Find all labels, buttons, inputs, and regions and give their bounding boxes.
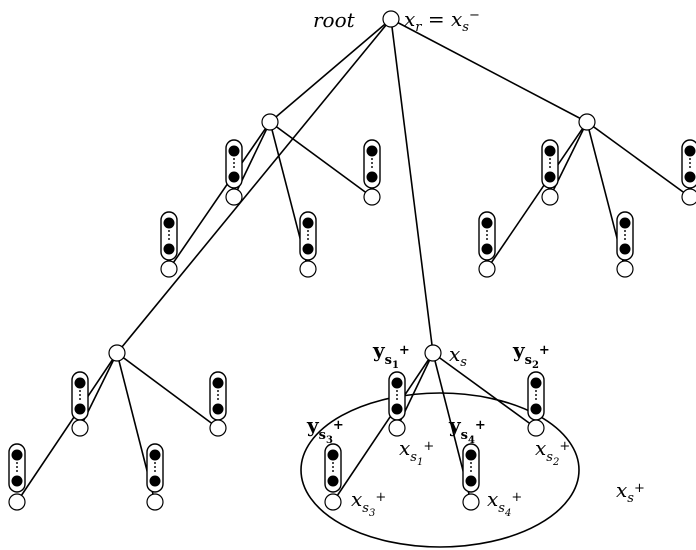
- node-xs1: [388, 419, 406, 437]
- xs-plus-label: xs+: [616, 478, 645, 506]
- chain-marker: [209, 371, 227, 421]
- chain-marker: [681, 139, 696, 189]
- xs4-plus-label: xs4+: [487, 487, 522, 519]
- chain-marker: [160, 211, 178, 261]
- nodes: [8, 10, 696, 511]
- chain-marker: [541, 139, 559, 189]
- xs1-plus-label: xs1+: [399, 436, 434, 468]
- leaf-node: [209, 419, 227, 437]
- root-node: [382, 10, 400, 28]
- leaf-node: [225, 188, 243, 206]
- chain-marker: [527, 371, 545, 421]
- leaf-node: [160, 260, 178, 278]
- chain-marker: [225, 139, 243, 189]
- node-xs4: [462, 493, 480, 511]
- leaf-node: [541, 188, 559, 206]
- leaf-node: [71, 419, 89, 437]
- edges: [16, 18, 691, 503]
- chain-marker: [616, 211, 634, 261]
- leaf-node: [8, 493, 26, 511]
- internal-node: [578, 113, 596, 131]
- xr-label: xr = xs−: [404, 7, 480, 35]
- leaf-node: [478, 260, 496, 278]
- node-xs: [424, 344, 442, 362]
- node-xs2: [527, 419, 545, 437]
- root-label: root: [313, 8, 356, 32]
- leaf-node: [681, 188, 696, 206]
- xs-label: xs: [449, 342, 467, 370]
- chain-marker: [146, 443, 164, 493]
- chain-marker: [299, 211, 317, 261]
- xs3-plus-label: xs3+: [351, 487, 386, 519]
- internal-node: [261, 113, 279, 131]
- leaf-node: [363, 188, 381, 206]
- chain-marker: [71, 371, 89, 421]
- y-s3-label: ys3+: [306, 413, 344, 446]
- y-s2-label: ys2+: [512, 338, 550, 371]
- chain-marker: [462, 443, 480, 493]
- leaf-node: [616, 260, 634, 278]
- chain-marker: [388, 371, 406, 421]
- leaf-node: [299, 260, 317, 278]
- subtree-ellipse: [300, 392, 580, 548]
- y-s4-label: ys4+: [448, 413, 486, 446]
- internal-node: [108, 344, 126, 362]
- node-xs3: [324, 493, 342, 511]
- chain-marker: [8, 443, 26, 493]
- y-s1-label: ys1+: [372, 338, 410, 371]
- xs2-plus-label: xs2+: [535, 436, 570, 468]
- leaf-node: [146, 493, 164, 511]
- chain-marker: [363, 139, 381, 189]
- chain-marker: [324, 443, 342, 493]
- chain-marker: [478, 211, 496, 261]
